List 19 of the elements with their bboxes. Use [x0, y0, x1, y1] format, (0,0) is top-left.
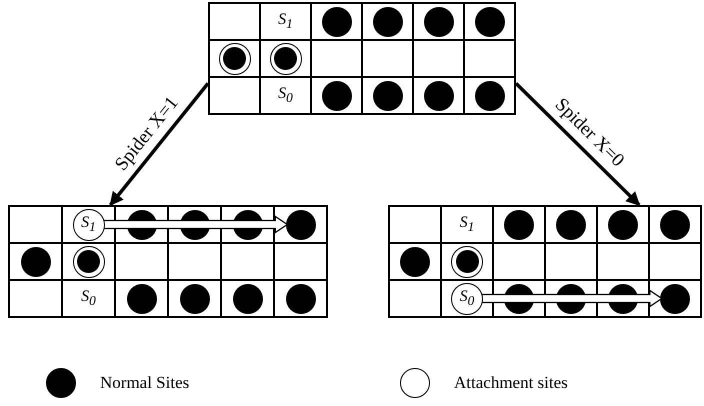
site-label: S$_{1}$ — [81, 214, 96, 236]
site-label: S$_{0}$ — [278, 84, 293, 106]
site-grid — [388, 205, 702, 318]
hollow-arrow — [481, 289, 663, 308]
legend-text: Normal Sites — [100, 373, 190, 393]
hollow-arrow — [102, 215, 288, 234]
normal-site-dot — [286, 210, 316, 240]
site-label: S$_{0}$ — [460, 288, 474, 310]
attachment-site-circle — [72, 208, 104, 240]
site-grid — [208, 2, 516, 115]
arrow — [109, 82, 210, 206]
attachment-site-circle — [451, 282, 483, 314]
site-label: S$_{1}$ — [278, 10, 293, 32]
arrow — [514, 82, 640, 206]
site-grid — [8, 205, 328, 318]
legend-text: Attachment sites — [454, 373, 568, 393]
site-label: S$_{1}$ — [460, 214, 474, 236]
site-label: S$_{0}$ — [81, 288, 96, 310]
normal-site-dot — [660, 284, 690, 314]
